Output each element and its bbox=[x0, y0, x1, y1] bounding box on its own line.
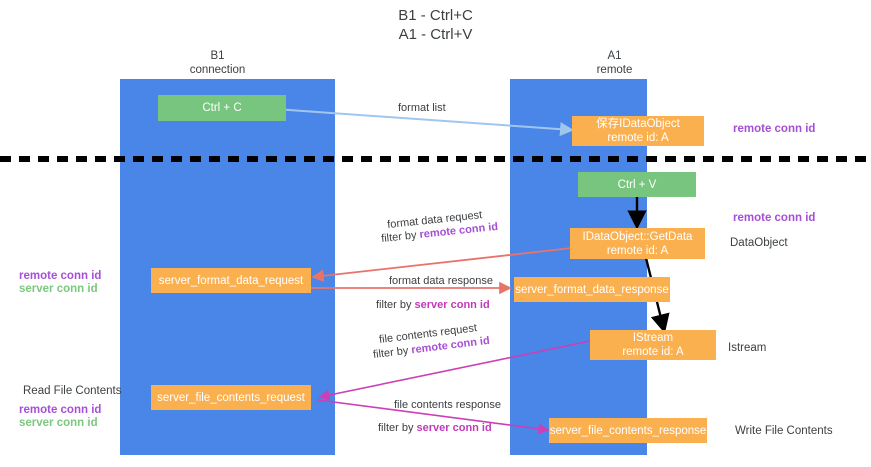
side-label-read-file-contents: Read File Contents bbox=[23, 385, 122, 397]
column-header-a1: A1 remote bbox=[552, 49, 677, 77]
box-ctrl-c-label: Ctrl + C bbox=[202, 102, 242, 114]
box-save-idataobject-line1: 保存IDataObject bbox=[596, 118, 680, 130]
box-ctrl-v-label: Ctrl + V bbox=[617, 178, 657, 191]
box-server-format-data-response-label: server_format_data_response bbox=[515, 283, 669, 296]
side-label-write-file-contents: Write File Contents bbox=[735, 425, 833, 437]
box-server-file-contents-response-label: server_file_contents_response bbox=[549, 424, 707, 437]
label-file-contents-response-filter: filter by server conn id bbox=[378, 421, 492, 435]
side-label-dataobject: DataObject bbox=[730, 237, 788, 249]
side-label-istream: Istream bbox=[728, 342, 767, 354]
label-format-data-response-filter-key: server conn id bbox=[414, 299, 490, 311]
title-line-1: B1 - Ctrl+C bbox=[398, 7, 473, 24]
column-header-b1: B1 connection bbox=[155, 49, 280, 77]
side-label-left-server-conn-id-2: server conn id bbox=[19, 417, 98, 429]
side-label-right-top-remote-conn-id: remote conn id bbox=[733, 123, 816, 135]
side-label-right-mid-remote-conn-id: remote conn id bbox=[733, 212, 816, 224]
page-title: B1 - Ctrl+C A1 - Ctrl+V bbox=[0, 6, 871, 44]
label-file-contents-response: file contents response bbox=[394, 399, 502, 411]
box-server-file-contents-response[interactable]: server_file_contents_response bbox=[549, 418, 707, 443]
label-file-contents-response-filter-prefix: filter by bbox=[378, 422, 417, 434]
box-server-file-contents-request[interactable]: server_file_contents_request bbox=[151, 385, 311, 410]
side-label-left-remote-conn-id-2: remote conn id bbox=[19, 404, 102, 416]
box-idataobject-getdata-line1: IDataObject::GetData bbox=[582, 230, 693, 243]
box-ctrl-c[interactable]: Ctrl + C bbox=[158, 95, 286, 121]
column-header-a1-name: A1 bbox=[607, 50, 622, 62]
box-istream-line2: remote id: A bbox=[622, 346, 684, 358]
label-format-data-response-filter-prefix: filter by bbox=[376, 299, 415, 311]
label-format-data-response-filter: filter by server conn id bbox=[376, 298, 490, 312]
box-istream-line1: IStream bbox=[632, 332, 674, 344]
box-server-format-data-request[interactable]: server_format_data_request bbox=[151, 268, 311, 293]
box-idataobject-getdata-line2: remote id: A bbox=[606, 244, 669, 257]
column-header-b1-name: B1 bbox=[210, 50, 225, 62]
label-file-contents-request-filter-prefix: filter by bbox=[372, 344, 413, 362]
box-server-format-data-response[interactable]: server_format_data_response bbox=[514, 277, 670, 302]
box-istream[interactable]: IStream remote id: A bbox=[590, 330, 716, 360]
box-save-idataobject-line2: remote id: A bbox=[607, 132, 669, 144]
column-header-a1-sub: remote bbox=[596, 64, 633, 76]
label-format-data-response: format data response bbox=[389, 275, 493, 287]
column-header-b1-sub: connection bbox=[189, 64, 246, 76]
label-file-contents-response-filter-key: server conn id bbox=[416, 422, 492, 434]
side-label-left-server-conn-id: server conn id bbox=[19, 283, 98, 295]
box-save-idataobject[interactable]: 保存IDataObject remote id: A bbox=[572, 116, 704, 146]
label-format-list: format list bbox=[398, 102, 446, 114]
label-format-data-request-filter-prefix: filter by bbox=[380, 229, 421, 246]
box-idataobject-getdata[interactable]: IDataObject::GetData remote id: A bbox=[570, 228, 705, 259]
title-line-2: A1 - Ctrl+V bbox=[398, 26, 473, 43]
dashed-separator bbox=[0, 156, 871, 162]
box-server-format-data-request-label: server_format_data_request bbox=[158, 274, 304, 287]
box-server-file-contents-request-label: server_file_contents_request bbox=[157, 391, 305, 404]
box-ctrl-v[interactable]: Ctrl + V bbox=[578, 172, 696, 197]
side-label-left-remote-conn-id: remote conn id bbox=[19, 270, 102, 282]
